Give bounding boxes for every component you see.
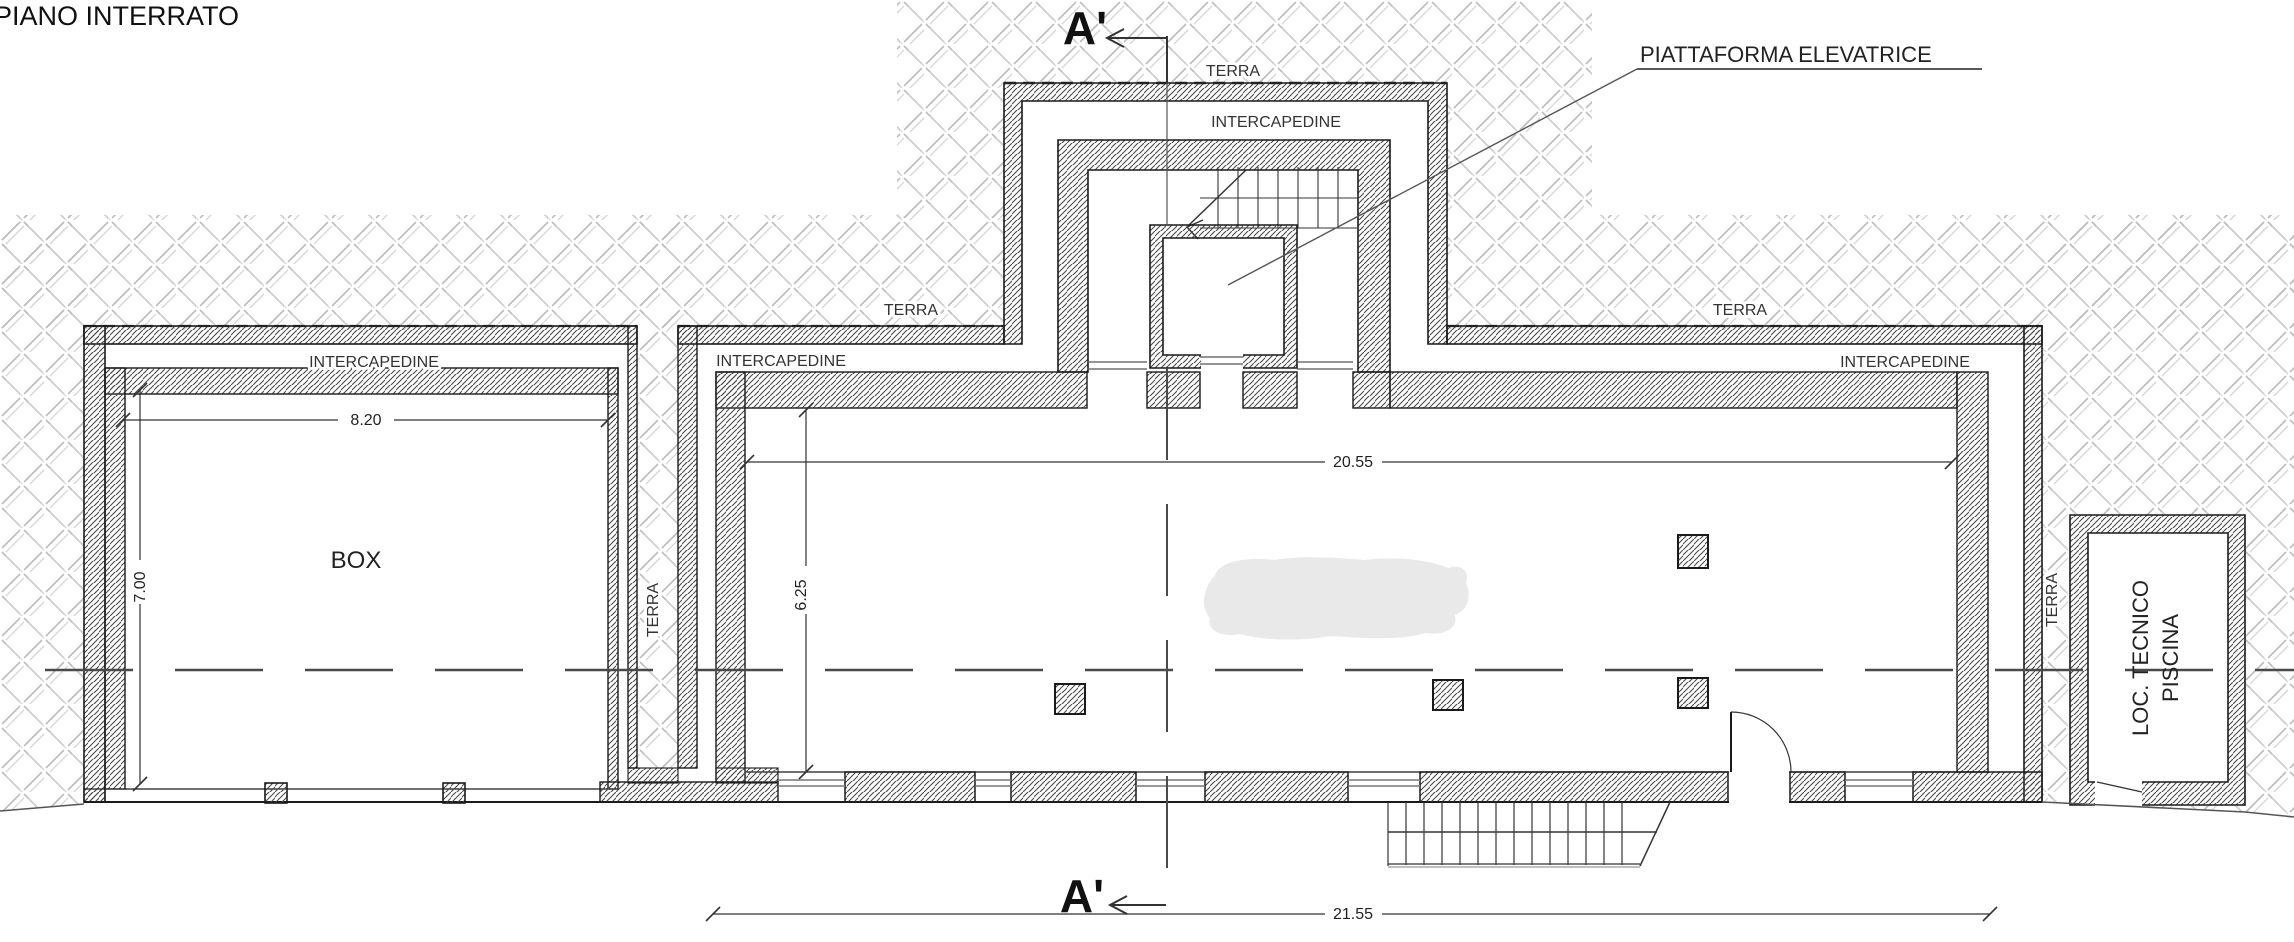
sill-5 bbox=[1789, 771, 1846, 803]
bottom-wall bbox=[83, 711, 2043, 804]
inner-wall-main-left bbox=[715, 371, 746, 783]
dim-main-depth: 6.25 bbox=[793, 579, 810, 610]
label-intercapedine-box: INTERCAPEDINE bbox=[309, 354, 439, 371]
page-title: PIANO INTERRATO bbox=[0, 1, 239, 31]
loc-room-backing bbox=[2070, 515, 2245, 805]
dim-main-width: 20.55 bbox=[1333, 454, 1373, 471]
window-sills bbox=[844, 771, 2043, 803]
outer-wall-box-right bbox=[627, 325, 638, 769]
outer-wall-left bbox=[83, 325, 106, 803]
stair-tower bbox=[1003, 81, 1448, 373]
label-terra-main-left: TERRA bbox=[884, 302, 939, 319]
label-terra-main-right: TERRA bbox=[1713, 302, 1768, 319]
sill-6-corner bbox=[1912, 771, 2043, 803]
ground-lines bbox=[0, 801, 2294, 818]
sill-4 bbox=[1419, 771, 1729, 803]
tower-door-thresholds bbox=[1087, 361, 1353, 370]
dim-box-depth: 7.00 bbox=[132, 571, 149, 602]
inner-wall-main-top-right bbox=[1389, 371, 1958, 409]
loc-room-door-opening bbox=[2095, 780, 2142, 806]
window-lines bbox=[778, 779, 1913, 787]
ground-strip-between-wings bbox=[637, 215, 678, 768]
elevator-leader-line bbox=[1227, 68, 1638, 286]
loc-room-wall bbox=[2069, 514, 2246, 806]
label-piscina: PISCINA bbox=[2158, 614, 2183, 702]
inner-walls bbox=[104, 367, 1989, 790]
outer-wall-top-main-left bbox=[677, 325, 1005, 345]
dim-box-width: 8.20 bbox=[350, 412, 381, 429]
inner-wall-box-top bbox=[104, 367, 619, 395]
label-terra-tower: TERRA bbox=[1206, 63, 1261, 80]
outer-wall-top-box bbox=[83, 325, 638, 345]
pillars bbox=[1054, 534, 1709, 715]
inner-wall-box-left bbox=[104, 367, 126, 790]
section-arrowhead-top bbox=[1104, 28, 1125, 48]
inner-wall-main-top-c bbox=[1352, 371, 1391, 409]
sill-2 bbox=[1010, 771, 1137, 803]
label-terra-strip-right: TERRA bbox=[2044, 573, 2061, 628]
outer-wall-right bbox=[2023, 325, 2043, 803]
label-loc-tecnico: LOC. TECNICO bbox=[2128, 580, 2153, 736]
elevator-shaft-opening bbox=[1201, 351, 1243, 370]
inner-wall-main-top-left bbox=[715, 371, 1088, 409]
bottom-step-chunk bbox=[599, 781, 779, 803]
box-bottom-corner bbox=[83, 788, 106, 803]
label-intercapedine-tower: INTERCAPEDINE bbox=[1211, 114, 1341, 131]
section-mark-top: A' bbox=[1063, 2, 1166, 54]
elevator-shaft-wall bbox=[1149, 224, 1298, 369]
section-label-top: A' bbox=[1063, 2, 1107, 54]
ground-left-margin bbox=[0, 215, 84, 811]
sill-3 bbox=[1204, 771, 1349, 803]
box-pier-2 bbox=[442, 782, 466, 804]
elevator-shaft-threshold bbox=[1200, 356, 1243, 365]
label-room-box: BOX bbox=[331, 547, 382, 574]
inner-wall-box-right bbox=[607, 367, 619, 790]
inner-wall-main-top-a bbox=[1146, 371, 1201, 409]
outer-wall-top-main-right bbox=[1446, 325, 2043, 345]
pillar-row-1 bbox=[1054, 683, 1086, 715]
box-pier-1 bbox=[264, 782, 288, 804]
outer-walls bbox=[83, 324, 2043, 803]
external-stair bbox=[1387, 801, 1671, 868]
section-arrowhead-bottom bbox=[1107, 895, 1128, 915]
door-main-room bbox=[1729, 711, 1792, 804]
bottom-step-chunk-c bbox=[715, 767, 779, 784]
outer-wall-main-left bbox=[677, 325, 698, 769]
label-terra-strip-center: TERRA bbox=[645, 583, 662, 638]
pillar-row-3 bbox=[1677, 677, 1709, 709]
label-intercapedine-main-left: INTERCAPEDINE bbox=[716, 353, 846, 370]
door-swing-arc bbox=[1730, 711, 1792, 773]
label-elevator: PIATTAFORMA ELEVATRICE bbox=[1640, 42, 1932, 67]
inner-wall-main-top-b bbox=[1242, 371, 1298, 409]
dimension-lines bbox=[115, 382, 1998, 922]
elevator-callout: PIATTAFORMA ELEVATRICE bbox=[1227, 42, 1982, 286]
loc-room-door-leaf bbox=[2096, 781, 2143, 793]
inner-wall-main-right bbox=[1956, 371, 1989, 773]
pillar-row-2 bbox=[1432, 679, 1464, 711]
section-label-bottom: A' bbox=[1060, 870, 1104, 922]
sill-1 bbox=[844, 771, 976, 803]
pillar-top bbox=[1677, 534, 1709, 569]
dim-overall-width: 21.55 bbox=[1333, 906, 1373, 923]
section-mark-bottom: A' bbox=[1060, 870, 1166, 922]
erased-label-blob bbox=[1203, 557, 1469, 640]
loc-tecnico-room bbox=[2069, 514, 2246, 806]
label-intercapedine-main-right: INTERCAPEDINE bbox=[1840, 354, 1970, 371]
door-opening bbox=[1729, 768, 1789, 804]
bottom-step-chunk-b bbox=[627, 767, 679, 784]
